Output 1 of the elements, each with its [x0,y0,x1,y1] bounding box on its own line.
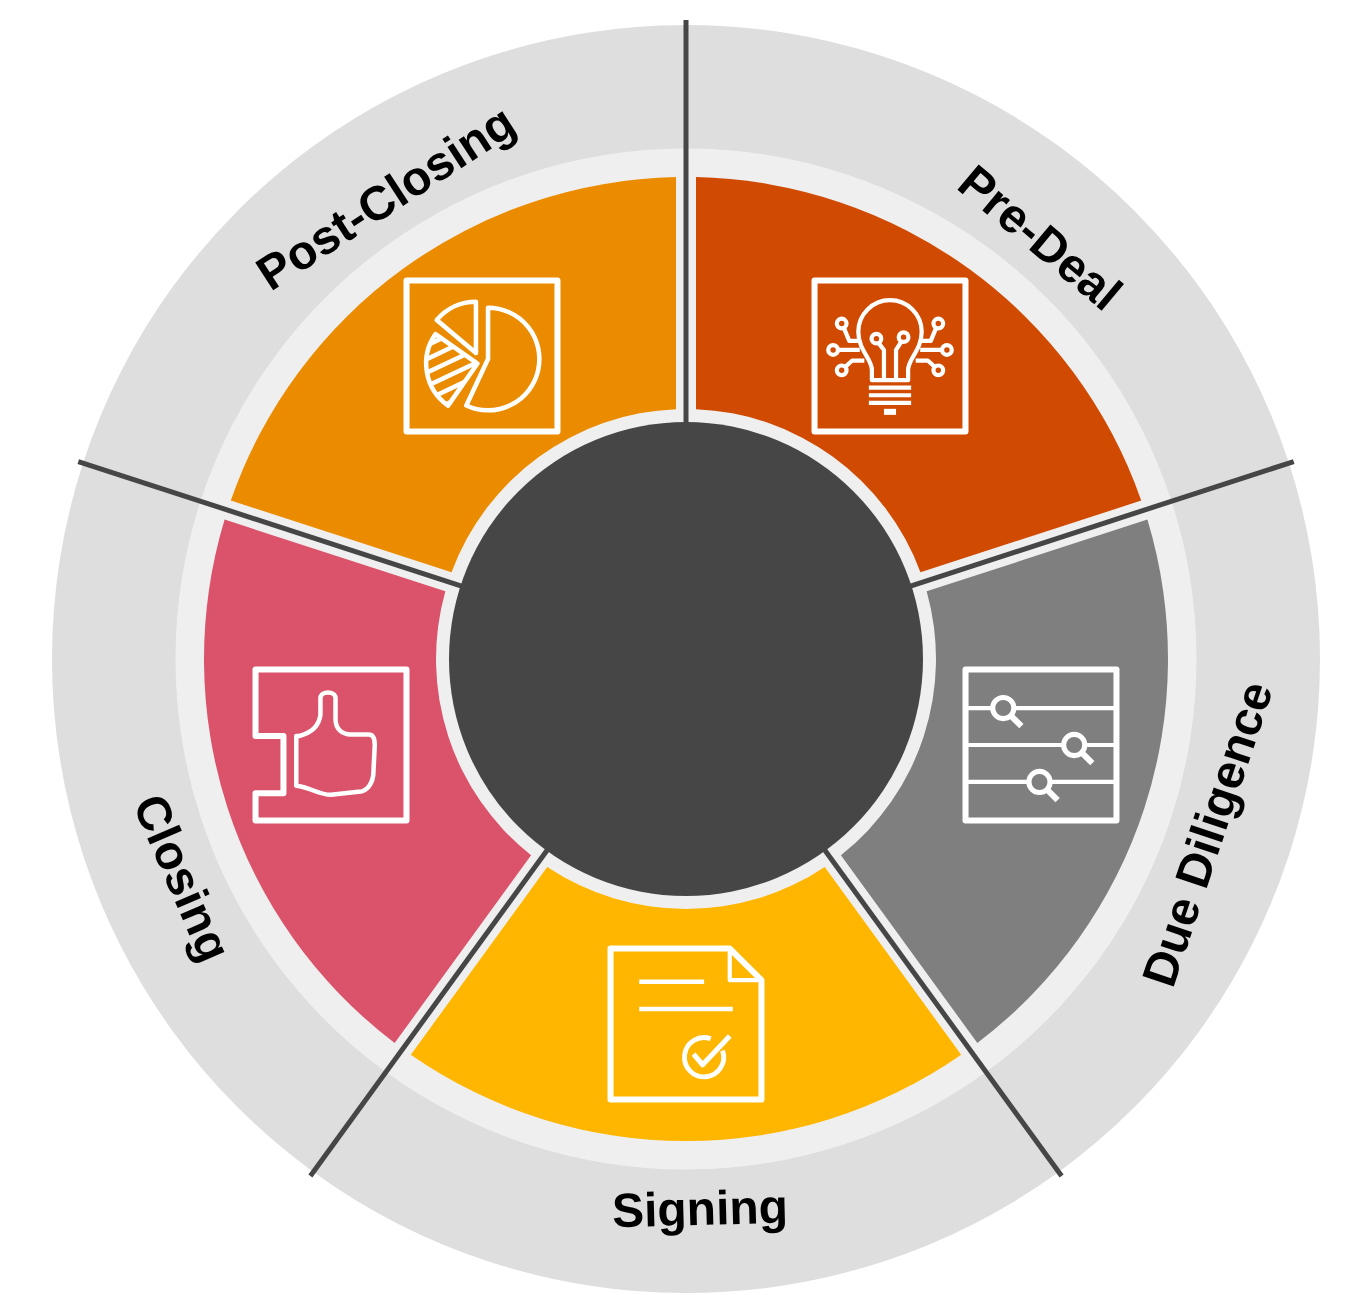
phase-label: Signing [611,1182,789,1236]
